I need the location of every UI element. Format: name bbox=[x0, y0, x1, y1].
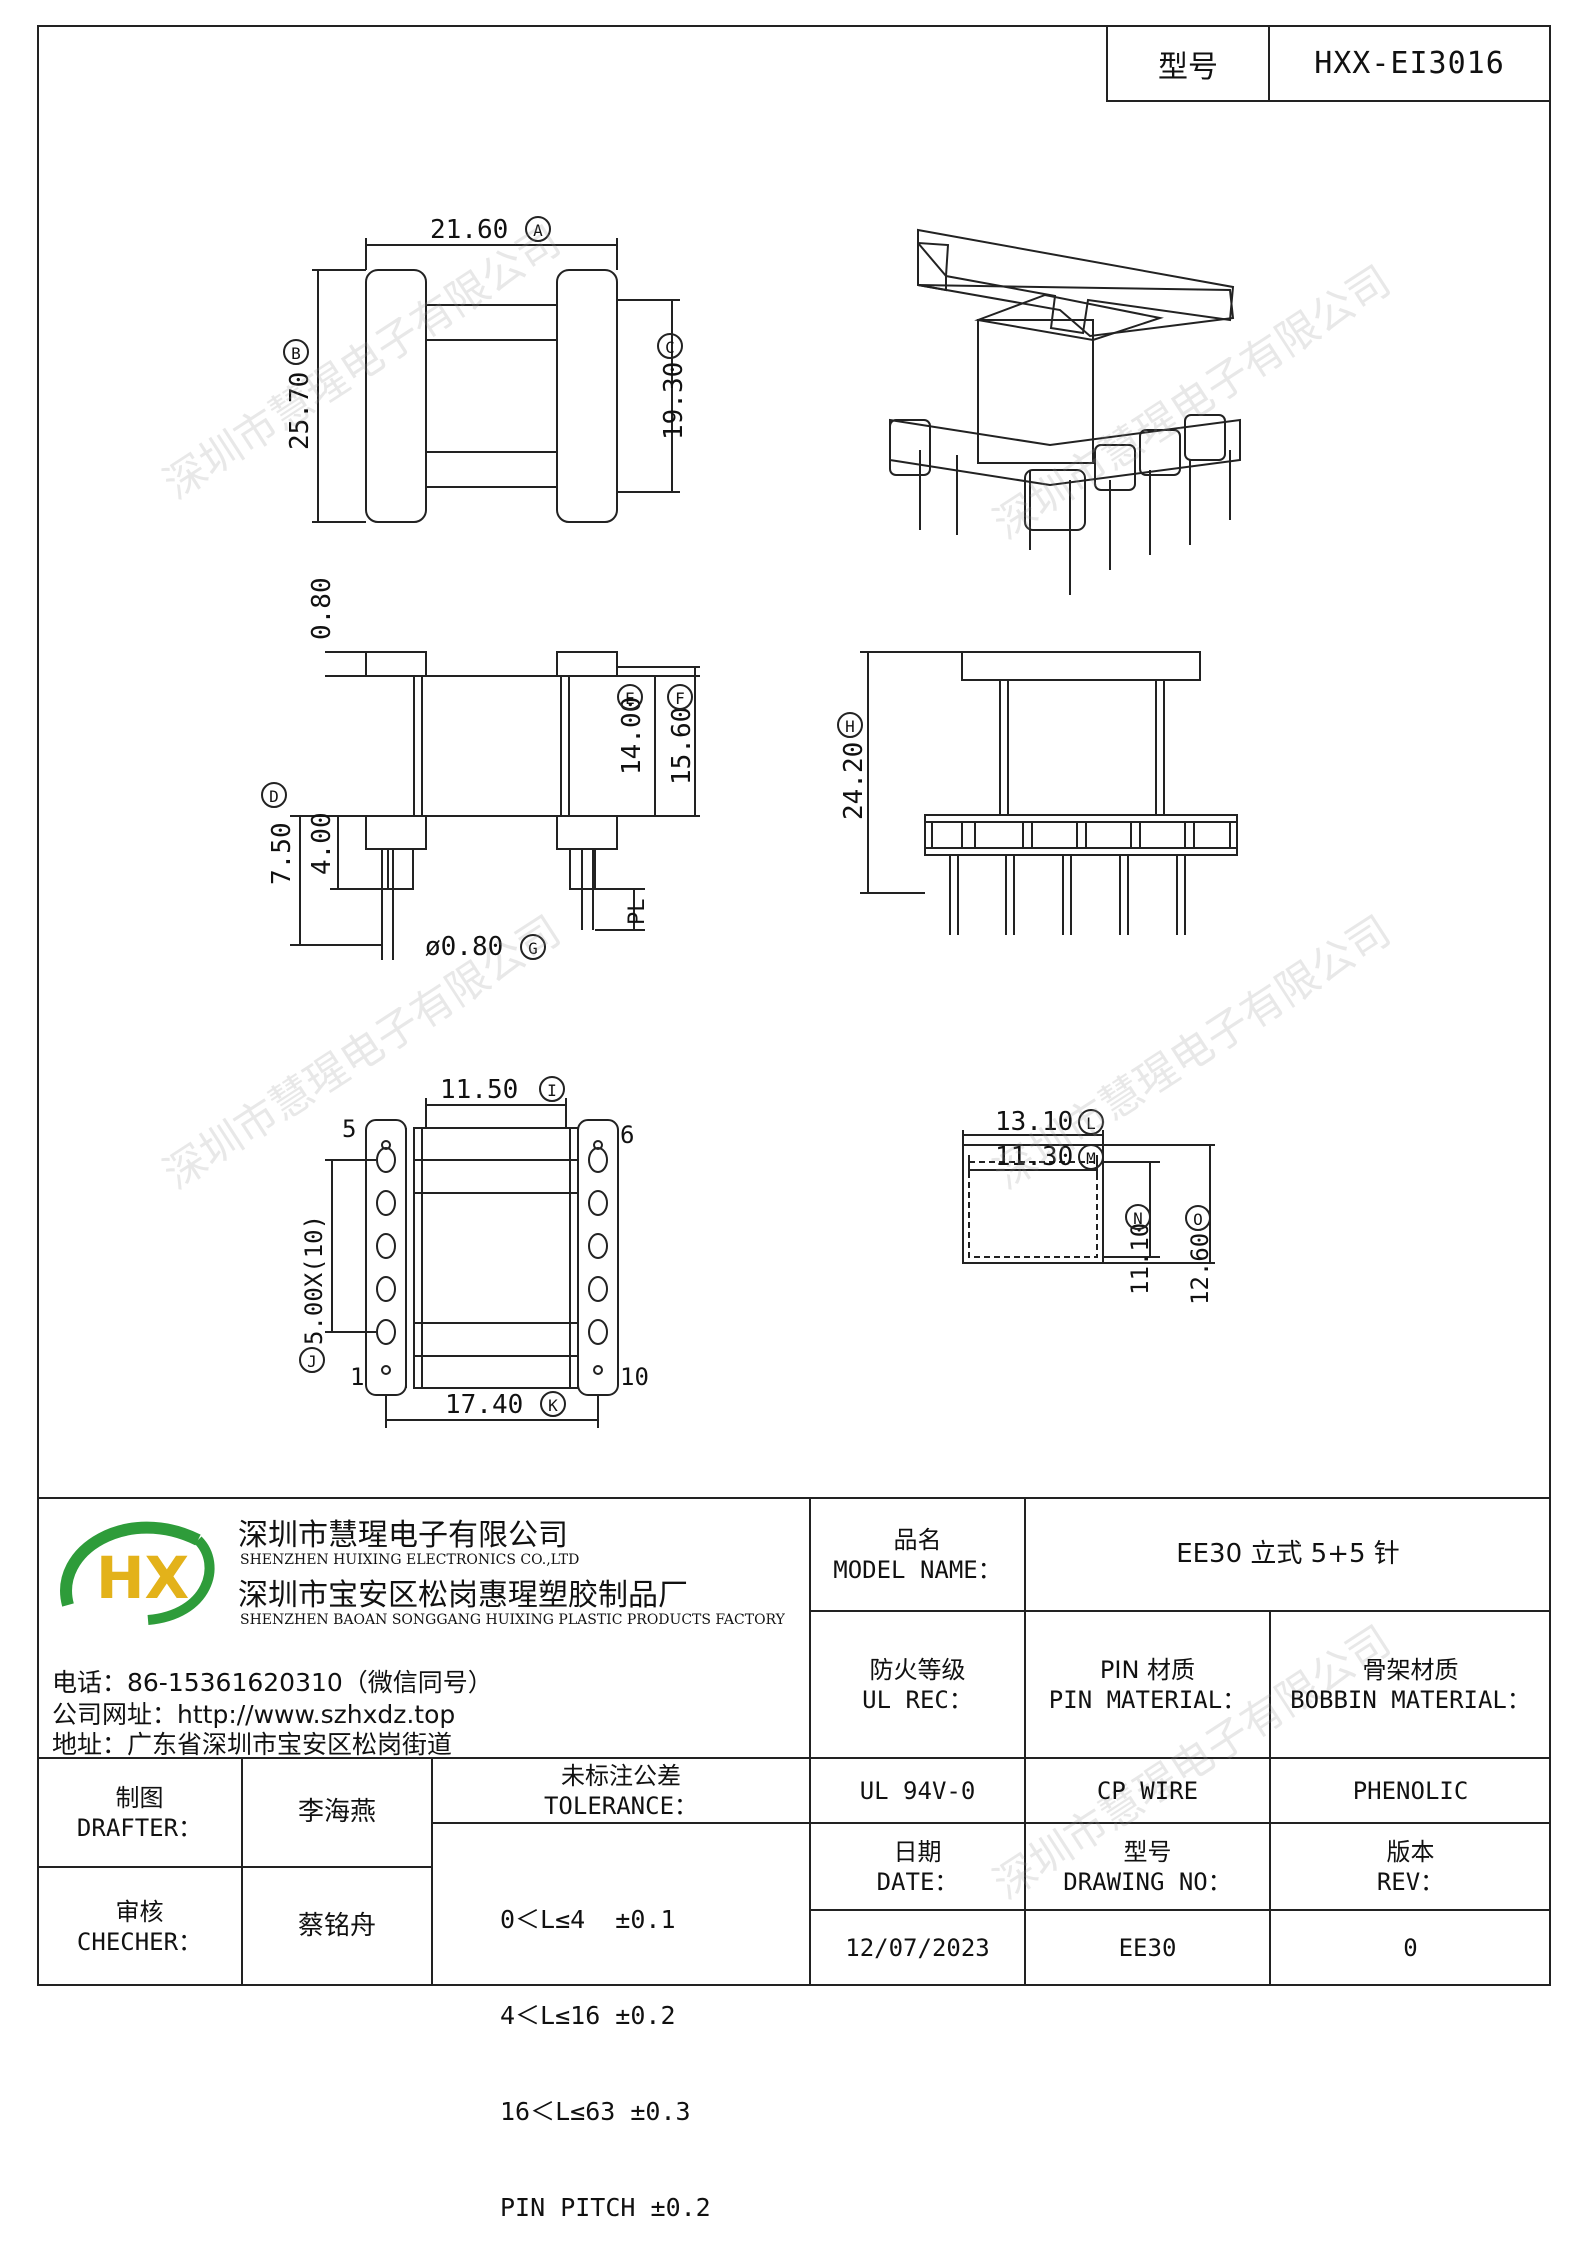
svg-text:C: C bbox=[665, 338, 675, 357]
company-logo: HX bbox=[60, 1521, 215, 1625]
tolerance-line: 0＜L≤4 ±0.1 bbox=[500, 1905, 676, 1934]
checker-label: 审核 CHECHER： bbox=[76, 1897, 203, 1956]
svg-text:I: I bbox=[547, 1081, 557, 1100]
bobbin-material-value: PHENOLIC bbox=[1352, 1776, 1469, 1805]
svg-text:B: B bbox=[291, 344, 301, 363]
dim-d-sub-label: 4.00 bbox=[307, 812, 337, 875]
dim-pitch-label: 5.00X(10) bbox=[300, 1215, 328, 1345]
pin-5-label: 5 bbox=[342, 1115, 356, 1143]
drawing-no-label: 型号 DRAWING NO： bbox=[1063, 1837, 1232, 1896]
model-label: 型号 bbox=[1108, 27, 1270, 100]
pin-1-label: 1 bbox=[350, 1363, 364, 1391]
dim-c-label: 19.30 bbox=[659, 362, 689, 440]
rev-label: 版本 REV： bbox=[1376, 1837, 1445, 1896]
tolerance-label: 未标注公差 TOLERANCE： bbox=[543, 1761, 699, 1820]
svg-text:N: N bbox=[1133, 1209, 1143, 1228]
model-header-box: 型号 HXX-EI3016 bbox=[1106, 25, 1551, 102]
front-view bbox=[860, 651, 1238, 935]
svg-text:H: H bbox=[845, 717, 855, 736]
dim-a-label: 21.60 bbox=[430, 215, 508, 245]
svg-text:D: D bbox=[269, 787, 279, 806]
svg-text:E: E bbox=[625, 689, 635, 708]
dim-a-circle bbox=[525, 216, 551, 242]
pl-label: PL bbox=[625, 899, 650, 926]
dim-f-label: 15.60 bbox=[667, 707, 697, 785]
drawing-no-value: EE30 bbox=[1118, 1934, 1177, 1962]
pin-10-label: 10 bbox=[620, 1363, 649, 1391]
isometric-view bbox=[889, 228, 1241, 595]
phone: 电话：86-15361620310（微信同号） bbox=[52, 1668, 493, 1697]
address: 地址：广东省深圳市宝安区松岗街道 bbox=[52, 1730, 453, 1759]
website: 公司网址：http://www.szhxdz.top bbox=[52, 1700, 456, 1729]
checker-value: 蔡铭舟 bbox=[297, 1911, 376, 1942]
tolerance-table: 0＜L≤4 ±0.1 4＜L≤16 ±0.2 16＜L≤63 ±0.3 PIN … bbox=[500, 1840, 711, 2256]
tolerance-line: PIN PITCH ±0.2 bbox=[500, 2193, 711, 2222]
top-view bbox=[312, 238, 680, 523]
bobbin-material-label: 骨架材质 BOBBIN MATERIAL： bbox=[1290, 1655, 1531, 1714]
top-left-flange bbox=[365, 269, 427, 523]
logo-text: HX bbox=[96, 1544, 189, 1612]
svg-text:J: J bbox=[307, 1352, 317, 1371]
pin-material-value: CP WIRE bbox=[1096, 1776, 1199, 1805]
title-block-grid bbox=[37, 1497, 1551, 1986]
dim-o-label: 12.60 bbox=[1186, 1233, 1214, 1305]
dim-b-label: 25.70 bbox=[285, 372, 315, 450]
svg-text:L: L bbox=[1086, 1114, 1096, 1133]
pin-6-label: 6 bbox=[620, 1121, 634, 1149]
svg-text:A: A bbox=[533, 221, 543, 240]
model-name-label: 品名 MODEL NAME： bbox=[833, 1525, 1002, 1584]
factory-name-en: SHENZHEN BAOAN SONGGANG HUIXING PLASTIC … bbox=[240, 1612, 785, 1628]
iso-core bbox=[977, 319, 1094, 464]
pin-material-label: PIN 材质 PIN MATERIAL： bbox=[1048, 1655, 1247, 1714]
ul-rec-label: 防火等级 UL REC： bbox=[862, 1655, 973, 1714]
company-block: HX 深圳市慧瑆电子有限公司 SHENZHEN HUIXING ELECTRON… bbox=[48, 1500, 808, 1759]
dim-i-label: 11.50 bbox=[440, 1075, 518, 1105]
svg-text:M: M bbox=[1086, 1149, 1096, 1168]
technical-drawing: 21.60 A 25.70 B 19.30 C bbox=[37, 215, 1551, 1986]
model-name-value: EE30 立式 5+5 针 bbox=[1176, 1539, 1400, 1570]
dim-top-gap-label: 0.80 bbox=[307, 577, 337, 640]
drafter-label: 制图 DRAFTER： bbox=[76, 1783, 203, 1842]
date-label: 日期 DATE： bbox=[876, 1837, 959, 1896]
top-right-flange bbox=[556, 269, 618, 523]
rev-value: 0 bbox=[1403, 1934, 1418, 1962]
svg-text:G: G bbox=[528, 939, 538, 958]
ul-value: UL 94V-0 bbox=[859, 1776, 976, 1805]
side-view bbox=[290, 651, 700, 960]
dim-h-label: 24.20 bbox=[839, 742, 869, 820]
dim-d-label: 7.50 bbox=[267, 822, 297, 885]
core-section-view bbox=[962, 1130, 1215, 1264]
company-name-cn: 深圳市慧瑆电子有限公司 bbox=[238, 1518, 568, 1553]
factory-name-cn: 深圳市宝安区松岗惠瑆塑胶制品厂 bbox=[238, 1578, 688, 1613]
tolerance-line: 16＜L≤63 ±0.3 bbox=[500, 2097, 691, 2126]
bottom-view bbox=[325, 1098, 619, 1428]
company-name-en: SHENZHEN HUIXING ELECTRONICS CO.,LTD bbox=[240, 1552, 580, 1568]
svg-text:F: F bbox=[675, 689, 685, 708]
dim-k-label: 17.40 bbox=[445, 1390, 523, 1420]
svg-text:O: O bbox=[1193, 1210, 1203, 1229]
drawing-frame bbox=[37, 25, 1551, 1986]
dim-l-label: 13.10 bbox=[995, 1107, 1073, 1137]
dim-m-label: 11.30 bbox=[995, 1142, 1073, 1172]
tolerance-line: 4＜L≤16 ±0.2 bbox=[500, 2001, 676, 2030]
date-value: 12/07/2023 bbox=[845, 1934, 990, 1962]
model-value: HXX-EI3016 bbox=[1314, 46, 1505, 81]
drafter-value: 李海燕 bbox=[297, 1797, 376, 1828]
pin-dia-label: ø0.80 bbox=[425, 932, 503, 962]
svg-text:K: K bbox=[548, 1396, 558, 1415]
dim-n-label: 11.10 bbox=[1126, 1223, 1154, 1295]
